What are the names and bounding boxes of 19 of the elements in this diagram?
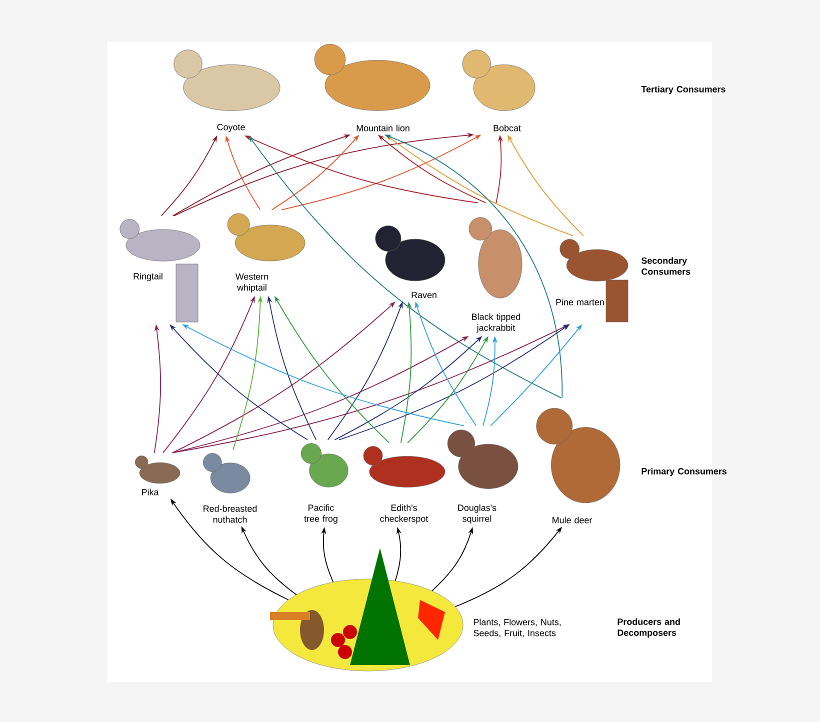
- animal-name: Coyote: [217, 124, 245, 132]
- animal-name: Mule deer: [552, 516, 592, 524]
- level-label: Producers and Decomposers: [618, 618, 680, 638]
- level-label: Tertiary Consumers: [641, 86, 726, 94]
- animal-name: Pine marten: [556, 298, 604, 306]
- animal-name: Pacific tree frog: [304, 504, 338, 524]
- animal-name: Pika: [142, 488, 159, 496]
- level-label: Primary Consumers: [642, 468, 727, 476]
- animal-name: Bobcat: [494, 124, 521, 132]
- animal-name: Black tipped jackrabbit: [472, 313, 520, 333]
- level-label: Secondary Consumers: [641, 257, 690, 275]
- producers-caption: Plants, Flowers, Nuts, Seeds, Fruit, Insects: [474, 618, 561, 638]
- animal-name: Mountain lion: [356, 124, 410, 132]
- animal-name: Edith's checkerspot: [380, 504, 428, 524]
- animal-name: Ringtail: [134, 272, 162, 282]
- animal-name: Red-breasted nuthatch: [204, 505, 257, 523]
- animal-name: Raven: [412, 292, 436, 298]
- animal-name: Douglas's squirrel: [458, 504, 496, 524]
- animal-name: Western whiptail: [235, 274, 268, 292]
